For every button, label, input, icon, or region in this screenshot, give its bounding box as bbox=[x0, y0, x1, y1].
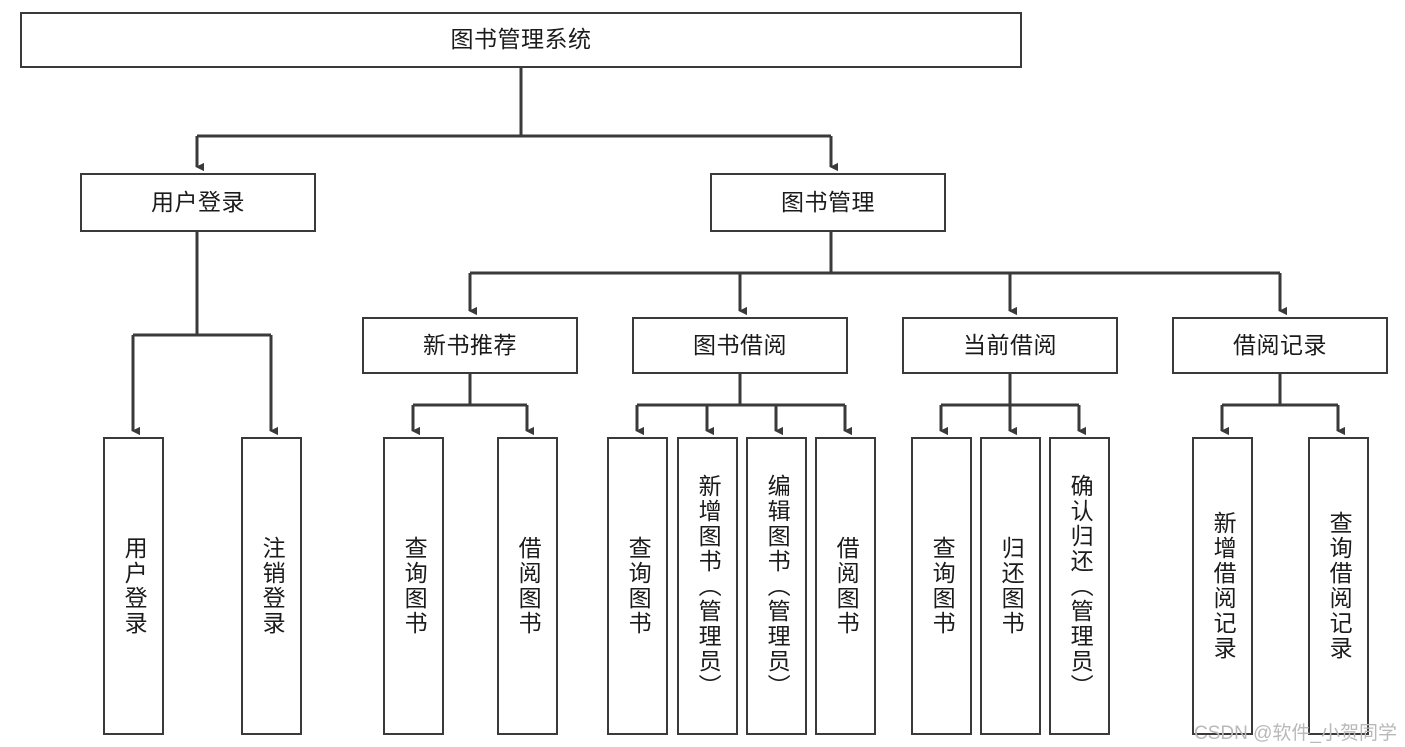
node-leaf-edit-book[interactable]: 编辑图书（管理员） bbox=[746, 437, 807, 735]
node-root-system-label: 图书管理系统 bbox=[450, 26, 592, 53]
node-leaf-user-login-label: 用户登录 bbox=[121, 536, 148, 636]
node-leaf-query-book-2[interactable]: 查询图书 bbox=[607, 437, 668, 735]
node-leaf-borrow-book-1-label: 借阅图书 bbox=[515, 536, 542, 636]
node-leaf-query-record-label: 查询借阅记录 bbox=[1326, 511, 1353, 661]
watermark: CSDN @软件_小贺同学 bbox=[1194, 723, 1397, 744]
node-leaf-query-book-3[interactable]: 查询图书 bbox=[911, 437, 972, 735]
node-leaf-add-book-label: 新增图书（管理员） bbox=[695, 473, 722, 699]
node-leaf-add-record-label: 新增借阅记录 bbox=[1210, 511, 1237, 661]
node-leaf-query-record[interactable]: 查询借阅记录 bbox=[1308, 437, 1369, 735]
node-leaf-query-book-2-label: 查询图书 bbox=[625, 536, 652, 636]
node-current-borrow[interactable]: 当前借阅 bbox=[902, 317, 1118, 374]
node-borrow-record[interactable]: 借阅记录 bbox=[1172, 317, 1388, 374]
node-leaf-add-record[interactable]: 新增借阅记录 bbox=[1192, 437, 1253, 735]
node-new-book-recommend[interactable]: 新书推荐 bbox=[362, 317, 578, 374]
node-leaf-confirm-return[interactable]: 确认归还（管理员） bbox=[1049, 437, 1110, 735]
node-leaf-query-book-1-label: 查询图书 bbox=[401, 536, 428, 636]
node-book-management-label: 图书管理 bbox=[781, 188, 875, 215]
node-leaf-user-login[interactable]: 用户登录 bbox=[103, 437, 164, 735]
node-book-borrow-label: 图书借阅 bbox=[693, 331, 787, 358]
node-leaf-query-book-3-label: 查询图书 bbox=[929, 536, 956, 636]
node-leaf-borrow-book-1[interactable]: 借阅图书 bbox=[497, 437, 558, 735]
node-new-book-recommend-label: 新书推荐 bbox=[423, 331, 517, 358]
node-user-login[interactable]: 用户登录 bbox=[80, 173, 316, 232]
node-leaf-edit-book-label: 编辑图书（管理员） bbox=[764, 473, 791, 699]
node-leaf-borrow-book-2[interactable]: 借阅图书 bbox=[815, 437, 876, 735]
node-leaf-return-book[interactable]: 归还图书 bbox=[980, 437, 1041, 735]
node-leaf-logout[interactable]: 注销登录 bbox=[241, 437, 302, 735]
node-leaf-borrow-book-2-label: 借阅图书 bbox=[833, 536, 860, 636]
node-leaf-confirm-return-label: 确认归还（管理员） bbox=[1067, 473, 1094, 699]
node-leaf-add-book[interactable]: 新增图书（管理员） bbox=[677, 437, 738, 735]
node-root-system[interactable]: 图书管理系统 bbox=[20, 12, 1022, 68]
node-leaf-logout-label: 注销登录 bbox=[259, 536, 286, 636]
node-book-management[interactable]: 图书管理 bbox=[710, 173, 946, 232]
node-current-borrow-label: 当前借阅 bbox=[963, 331, 1057, 358]
node-user-login-label: 用户登录 bbox=[151, 188, 245, 215]
node-book-borrow[interactable]: 图书借阅 bbox=[632, 317, 848, 374]
node-borrow-record-label: 借阅记录 bbox=[1233, 331, 1327, 358]
node-leaf-query-book-1[interactable]: 查询图书 bbox=[383, 437, 444, 735]
node-leaf-return-book-label: 归还图书 bbox=[998, 536, 1025, 636]
